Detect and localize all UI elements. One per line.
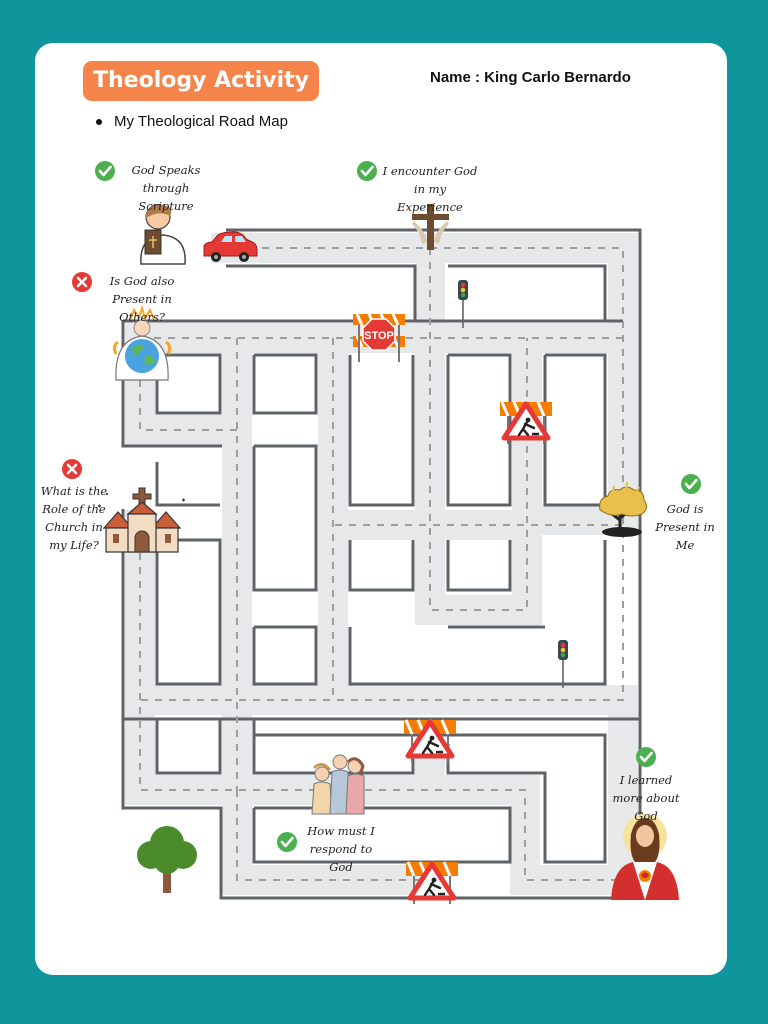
bullet-dot (96, 119, 102, 126)
check-icon (634, 745, 658, 769)
label-others: Is God also Present in Others? (109, 274, 175, 324)
jesus-icon (611, 814, 679, 900)
label-present-in-me: God is Present in Me (655, 502, 715, 552)
tree-icon (137, 826, 197, 893)
label-experience: I encounter God in my Experience (382, 164, 478, 214)
church-icon (98, 487, 185, 553)
cross-icon (70, 270, 94, 294)
stop-sign-text: STOP (364, 330, 394, 342)
check-icon (275, 830, 299, 854)
cross-wood-icon (412, 204, 449, 250)
stop-sign-icon: STOP (353, 313, 405, 362)
roadwork-sign-icon (406, 862, 458, 904)
car-icon (203, 231, 258, 262)
title-badge: Theology Activity (83, 61, 319, 101)
traffic-light-icon (557, 639, 569, 689)
label-church: What is the Role of the Church in my Lif… (40, 484, 108, 552)
burning-bush-icon (599, 481, 648, 537)
page-title: Theology Activity (93, 68, 309, 93)
roadwork-sign-icon (500, 402, 552, 444)
label-respond: How must I respond to God (307, 824, 375, 874)
check-icon (355, 159, 379, 183)
family-icon (311, 754, 365, 815)
earth-hands-icon (112, 304, 172, 381)
label-learned: I learned more about God (612, 773, 680, 823)
label-scripture: God Speaks through Scripture (131, 163, 201, 213)
bible-reader-icon (140, 204, 186, 265)
subtitle-text: My Theological Road Map (114, 113, 288, 130)
check-icon (679, 472, 703, 496)
subtitle: My Theological Road Map (96, 113, 288, 130)
roadwork-sign-icon (404, 720, 456, 762)
check-icon (93, 159, 117, 183)
student-name: Name : King Carlo Bernardo (430, 69, 631, 86)
cross-icon (60, 457, 84, 481)
